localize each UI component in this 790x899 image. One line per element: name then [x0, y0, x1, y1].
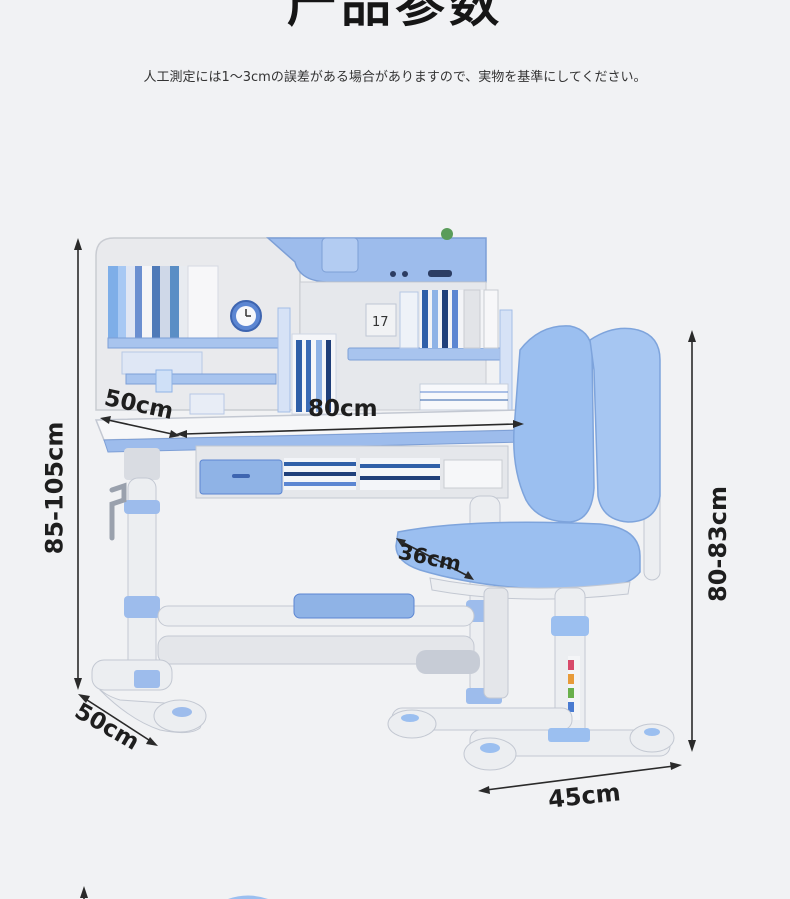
page-title: 产品参数	[287, 0, 503, 33]
measurement-note: 人工測定には1～3cmの誤差がある場合がありますので、実物を基準にしてください。	[143, 70, 647, 85]
chair	[387, 325, 675, 771]
calendar-digits: 17	[372, 315, 389, 330]
desk-width-label: 80cm	[308, 396, 378, 422]
chair-height-label: 80-83cm	[704, 486, 732, 602]
next-section-preview	[80, 886, 268, 899]
dimension-lines	[74, 238, 696, 794]
desk: 17	[91, 228, 528, 734]
desk-height-label: 85-105cm	[40, 421, 69, 555]
